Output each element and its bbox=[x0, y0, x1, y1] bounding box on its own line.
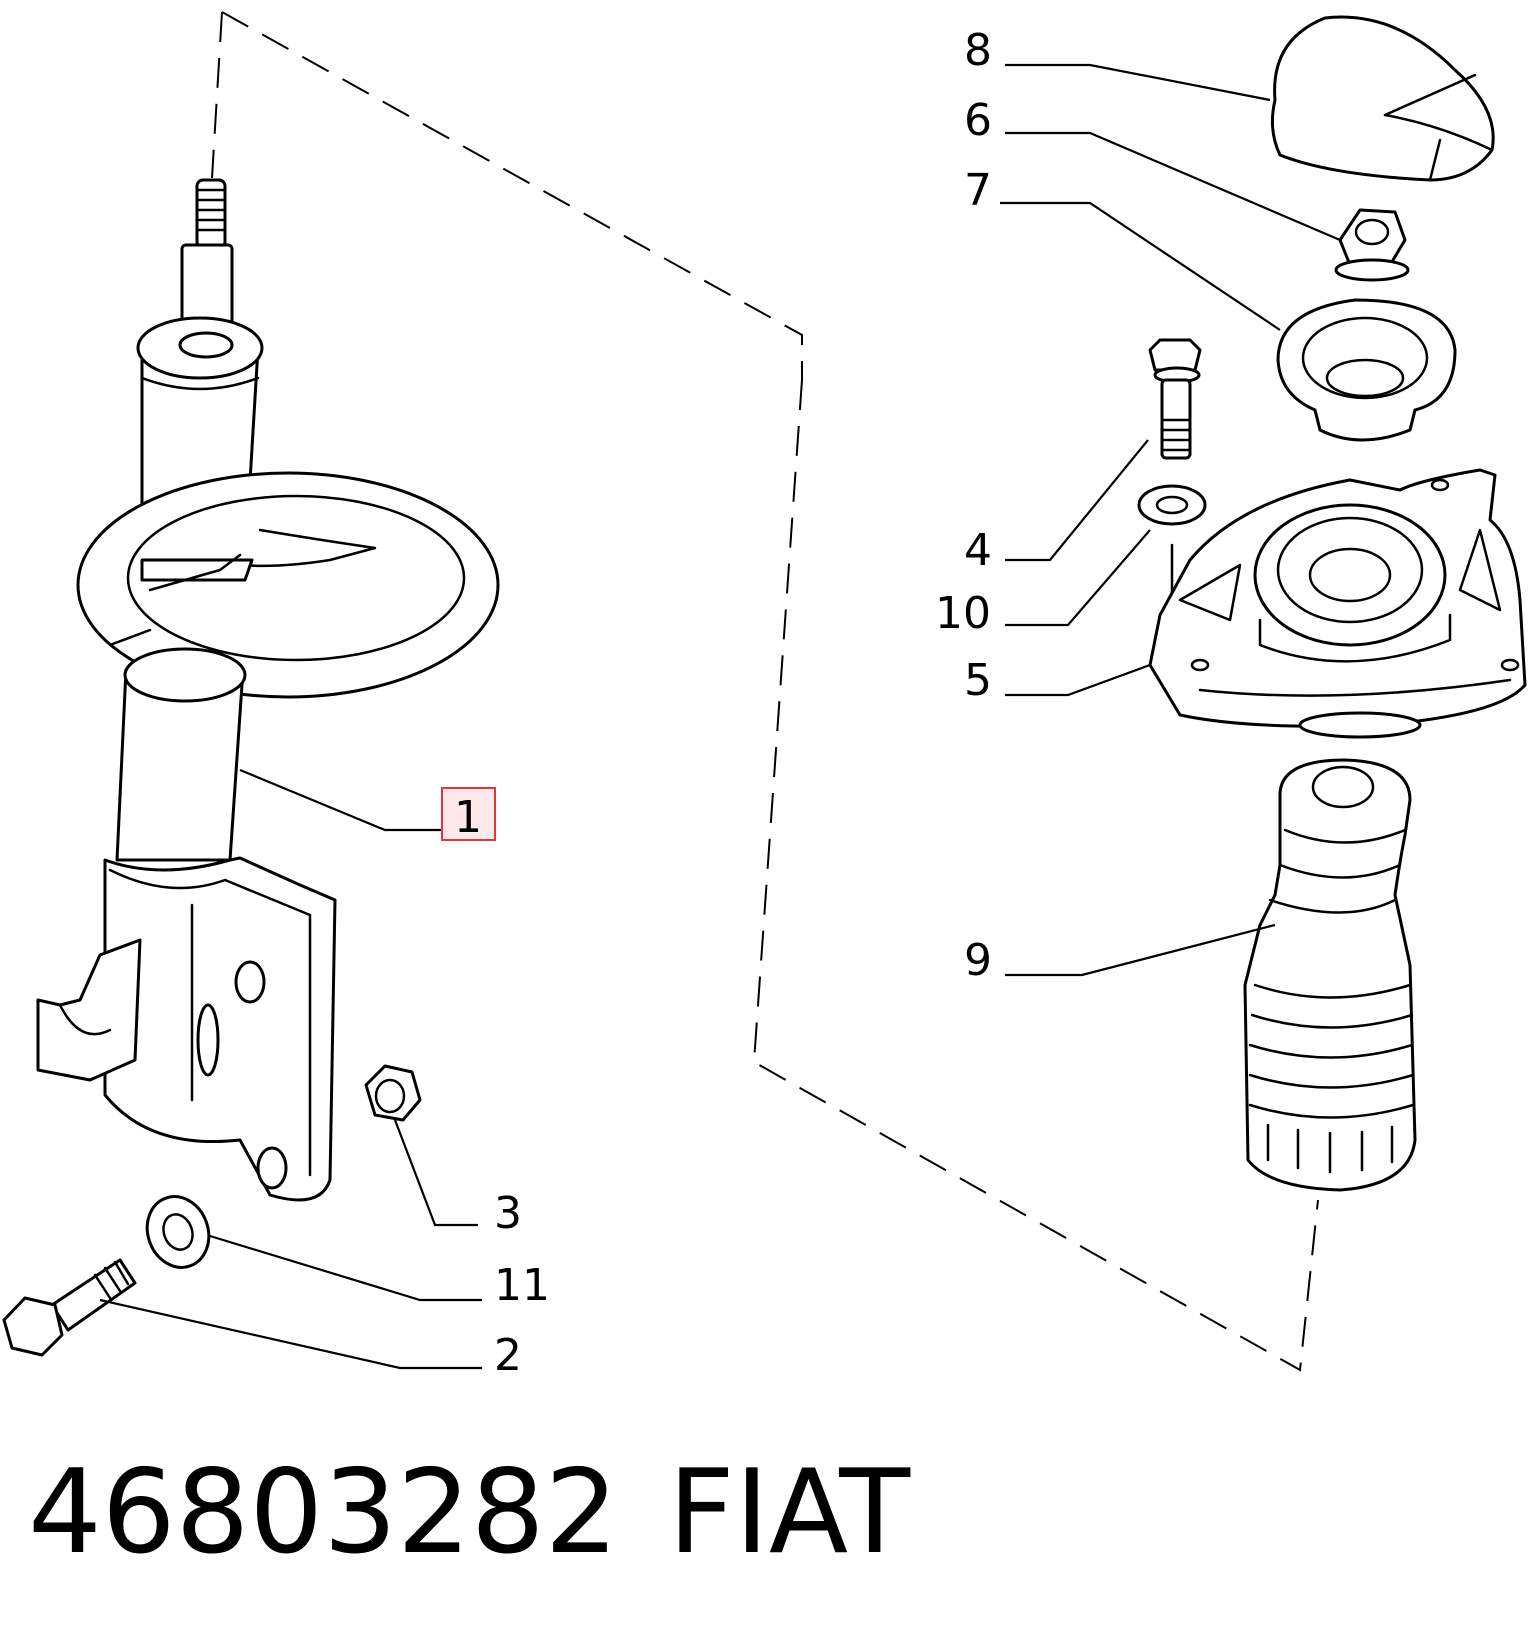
shock-absorber-strut[interactable] bbox=[36, 178, 500, 1202]
upper-nut[interactable] bbox=[1334, 208, 1410, 282]
strut-bearing[interactable] bbox=[1276, 298, 1457, 442]
leader-line-3 bbox=[393, 1119, 478, 1227]
leader-line-4 bbox=[1005, 439, 1149, 562]
brand-name: FIAT bbox=[668, 1445, 911, 1580]
leader-line-2 bbox=[99, 1298, 482, 1370]
leader-line-6 bbox=[1005, 131, 1341, 242]
callout-10[interactable]: 10 bbox=[935, 588, 991, 639]
dust-cap[interactable] bbox=[1270, 15, 1495, 182]
mount-washer[interactable] bbox=[1137, 484, 1207, 652]
top-mount[interactable] bbox=[1148, 468, 1527, 739]
lower-nut[interactable] bbox=[364, 1064, 422, 1122]
leader-line-8 bbox=[1005, 63, 1271, 102]
lower-washer[interactable] bbox=[137, 1188, 218, 1276]
leader-line-5 bbox=[1005, 663, 1151, 697]
leader-line-1 bbox=[239, 768, 452, 832]
bump-stop-dust-boot[interactable] bbox=[1243, 758, 1417, 1192]
callout-11[interactable]: 11 bbox=[494, 1260, 550, 1311]
callout-2[interactable]: 2 bbox=[494, 1330, 522, 1381]
lower-bolt[interactable] bbox=[2, 1258, 137, 1357]
callout-9[interactable]: 9 bbox=[964, 935, 992, 986]
callout-5[interactable]: 5 bbox=[964, 655, 992, 706]
callout-6[interactable]: 6 bbox=[964, 95, 992, 146]
callout-4[interactable]: 4 bbox=[964, 525, 992, 576]
leader-line-7 bbox=[1000, 201, 1281, 331]
callout-1-highlight bbox=[441, 787, 496, 841]
leader-line-9 bbox=[1005, 923, 1276, 977]
leader-line-11 bbox=[209, 1234, 482, 1302]
callout-3[interactable]: 3 bbox=[494, 1188, 522, 1239]
leader-line-10 bbox=[1005, 529, 1151, 627]
callout-1[interactable]: 1 bbox=[454, 792, 482, 843]
part-number: 46803282 bbox=[28, 1445, 618, 1580]
mount-bolt[interactable] bbox=[1148, 338, 1202, 460]
callout-8[interactable]: 8 bbox=[964, 25, 992, 76]
assembly-boundary-dashed bbox=[211, 11, 1319, 1372]
callout-7[interactable]: 7 bbox=[964, 165, 992, 216]
